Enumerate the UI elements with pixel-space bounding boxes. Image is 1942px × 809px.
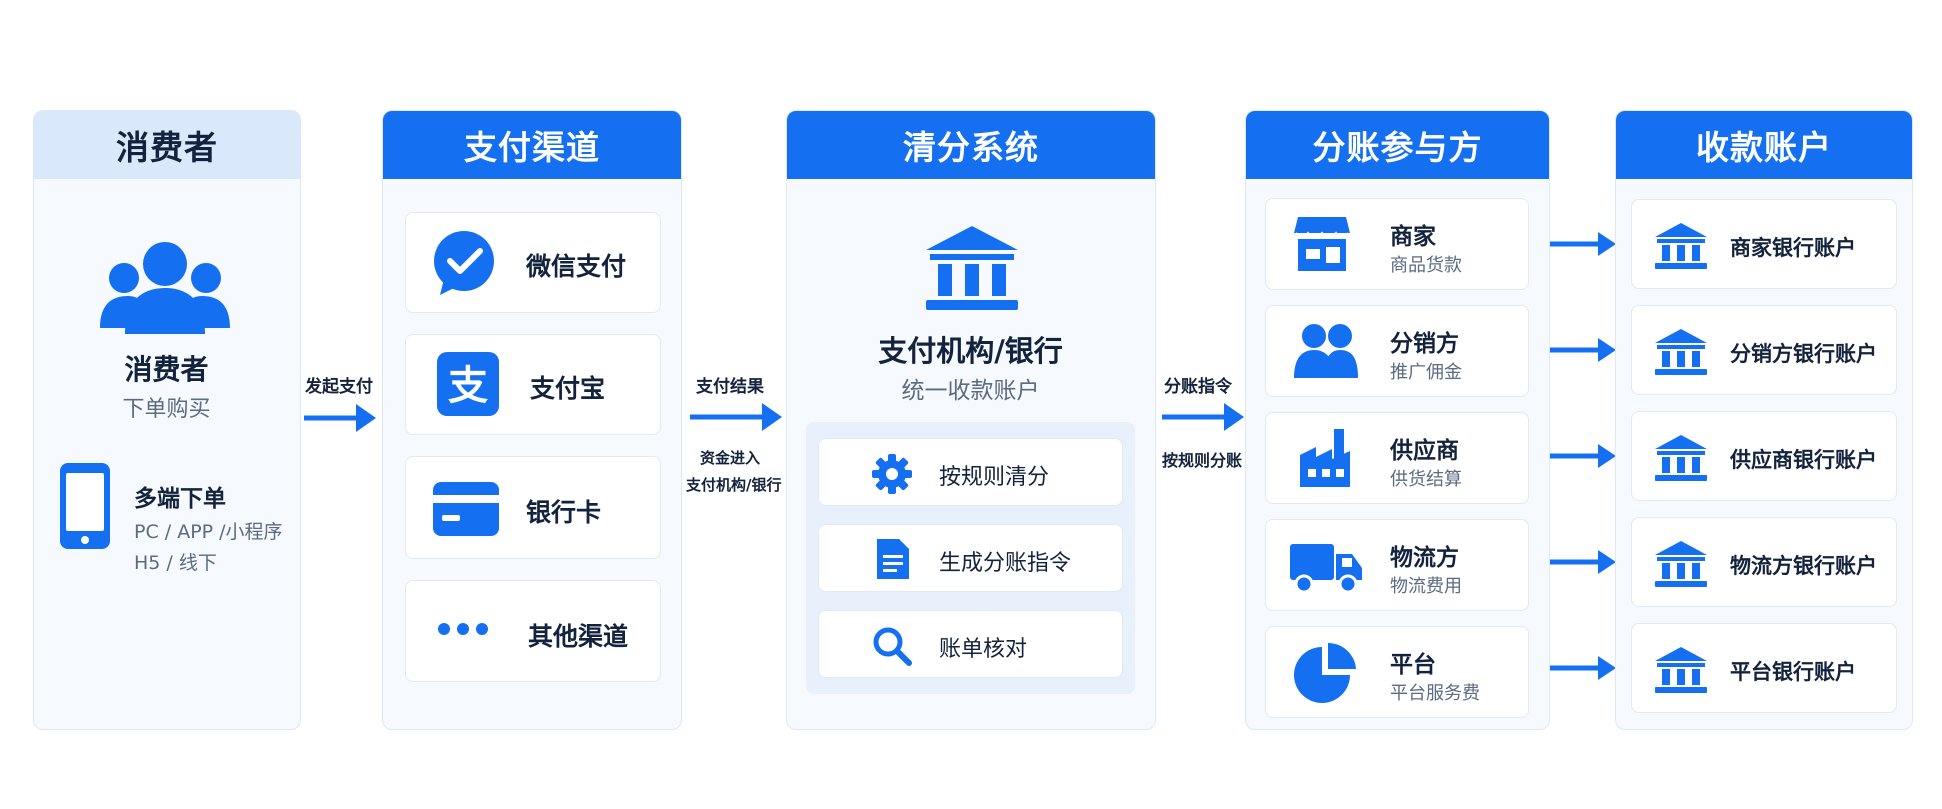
arrow-right-icon: [1162, 403, 1244, 431]
device-line2: H5 / 线下: [134, 552, 217, 574]
participant-card-supplier[interactable]: 供应商 供货结算: [1265, 412, 1529, 504]
account-label: 分销方银行账户: [1730, 342, 1877, 366]
flow-label-initiate-payment: 发起支付: [305, 377, 373, 397]
participant-card-logistics[interactable]: 物流方 物流费用: [1265, 519, 1529, 611]
bank-icon: [1655, 541, 1707, 587]
clearing-header: 清分系统: [787, 111, 1155, 179]
step-label: 账单核对: [939, 637, 1028, 662]
channel-label: 其他渠道: [528, 622, 629, 651]
participant-desc: 平台服务费: [1390, 683, 1480, 704]
consumer-title: 消费者: [124, 353, 209, 386]
arrow-right-icon: [1550, 232, 1616, 256]
payment-channels-panel: 支付渠道 微信支付 支 支付宝 银行卡 其他渠道: [382, 110, 682, 730]
arrow-right-icon: [1550, 656, 1616, 680]
participant-desc: 商品货款: [1390, 255, 1462, 276]
participant-title: 供应商: [1390, 438, 1459, 464]
channel-card-wechat[interactable]: 微信支付: [405, 212, 661, 313]
participant-title: 商家: [1390, 224, 1436, 250]
channel-label: 支付宝: [530, 374, 606, 403]
step-label: 生成分账指令: [939, 551, 1072, 576]
participants-panel: 分账参与方 商家 商品货款 分销方 推广佣金 供应商 供货结: [1245, 110, 1550, 730]
store-icon: [1294, 217, 1350, 271]
step-card-instruction[interactable]: 生成分账指令: [818, 524, 1123, 592]
channel-card-other[interactable]: 其他渠道: [405, 580, 661, 682]
accounts-panel: 收款账户 商家银行账户 分销方银行账户 供应商银行账户: [1615, 110, 1913, 730]
channel-card-alipay[interactable]: 支 支付宝: [405, 334, 661, 435]
participant-title: 分销方: [1390, 331, 1459, 357]
flow-label-split-by-rule: 按规则分账: [1162, 451, 1243, 470]
svg-text:支: 支: [448, 363, 488, 409]
gear-icon: [872, 454, 912, 494]
channel-label: 银行卡: [526, 498, 602, 527]
participant-card-merchant[interactable]: 商家 商品货款: [1265, 198, 1529, 290]
arrow-right-icon: [1550, 338, 1616, 362]
device-line1: PC / APP /小程序: [134, 521, 283, 543]
step-label: 按规则清分: [939, 465, 1050, 490]
bank-icon: [1655, 435, 1707, 481]
bank-building-icon: [926, 226, 1018, 310]
account-label: 商家银行账户: [1730, 236, 1856, 260]
flow-label-payment-result: 支付结果: [696, 377, 764, 397]
flow-label-funds-in: 资金进入: [700, 449, 761, 467]
factory-icon: [1300, 429, 1350, 487]
accounts-header: 收款账户: [1616, 111, 1912, 179]
arrow-right-icon: [304, 404, 376, 432]
participant-card-platform[interactable]: 平台 平台服务费: [1265, 626, 1529, 718]
users-icon: [1294, 324, 1358, 378]
arrow-right-icon: [1550, 550, 1616, 574]
clearing-steps-group: 按规则清分 生成分账指令 账单核对: [806, 422, 1135, 694]
alipay-icon: 支: [437, 352, 499, 416]
bank-icon: [1655, 329, 1707, 375]
arrow-right-icon: [690, 403, 782, 431]
channel-card-bank[interactable]: 银行卡: [405, 456, 661, 559]
clearing-subtitle: 统一收款账户: [901, 378, 1040, 404]
account-label: 供应商银行账户: [1730, 448, 1877, 472]
channel-label: 微信支付: [526, 252, 627, 281]
channels-header: 支付渠道: [383, 111, 681, 179]
participant-desc: 供货结算: [1390, 469, 1462, 490]
consumer-panel: 消费者 消费者 下单购买 多端下单 PC / APP /小程序 H5 / 线下: [33, 110, 301, 730]
flow-label-split-instruction: 分账指令: [1164, 377, 1232, 397]
account-card-merchant[interactable]: 商家银行账户: [1631, 199, 1897, 289]
participant-card-distributor[interactable]: 分销方 推广佣金: [1265, 305, 1529, 397]
arrow-right-icon: [1550, 444, 1616, 468]
account-card-logistics[interactable]: 物流方银行账户: [1631, 517, 1897, 607]
participant-title: 物流方: [1390, 545, 1459, 571]
step-card-clearing[interactable]: 按规则清分: [818, 438, 1123, 506]
step-card-reconcile[interactable]: 账单核对: [818, 610, 1123, 678]
participants-header: 分账参与方: [1246, 111, 1549, 179]
pie-chart-icon: [1294, 642, 1356, 703]
device-title: 多端下单: [134, 486, 226, 512]
account-card-supplier[interactable]: 供应商银行账户: [1631, 411, 1897, 501]
account-card-distributor[interactable]: 分销方银行账户: [1631, 305, 1897, 395]
truck-icon: [1290, 544, 1362, 594]
bank-icon: [1655, 223, 1707, 269]
search-icon: [873, 627, 912, 666]
bank-card-icon: [433, 482, 499, 536]
document-icon: [877, 539, 909, 579]
bank-icon: [1655, 647, 1707, 693]
account-card-platform[interactable]: 平台银行账户: [1631, 623, 1897, 713]
account-label: 物流方银行账户: [1730, 554, 1877, 578]
consumer-header: 消费者: [34, 111, 300, 179]
participant-desc: 物流费用: [1390, 576, 1462, 597]
account-label: 平台银行账户: [1730, 660, 1856, 684]
flow-label-institution: 支付机构/银行: [686, 476, 782, 494]
consumer-subtitle: 下单购买: [122, 397, 211, 422]
users-group-icon: [100, 242, 230, 334]
clearing-system-panel: 清分系统 支付机构/银行 统一收款账户 按规则清分: [786, 110, 1156, 730]
participant-desc: 推广佣金: [1390, 362, 1462, 383]
clearing-title: 支付机构/银行: [878, 334, 1063, 368]
wechat-pay-icon: [434, 231, 494, 295]
participant-title: 平台: [1390, 652, 1436, 678]
more-dots-icon: [438, 623, 488, 635]
phone-icon: [60, 463, 110, 549]
